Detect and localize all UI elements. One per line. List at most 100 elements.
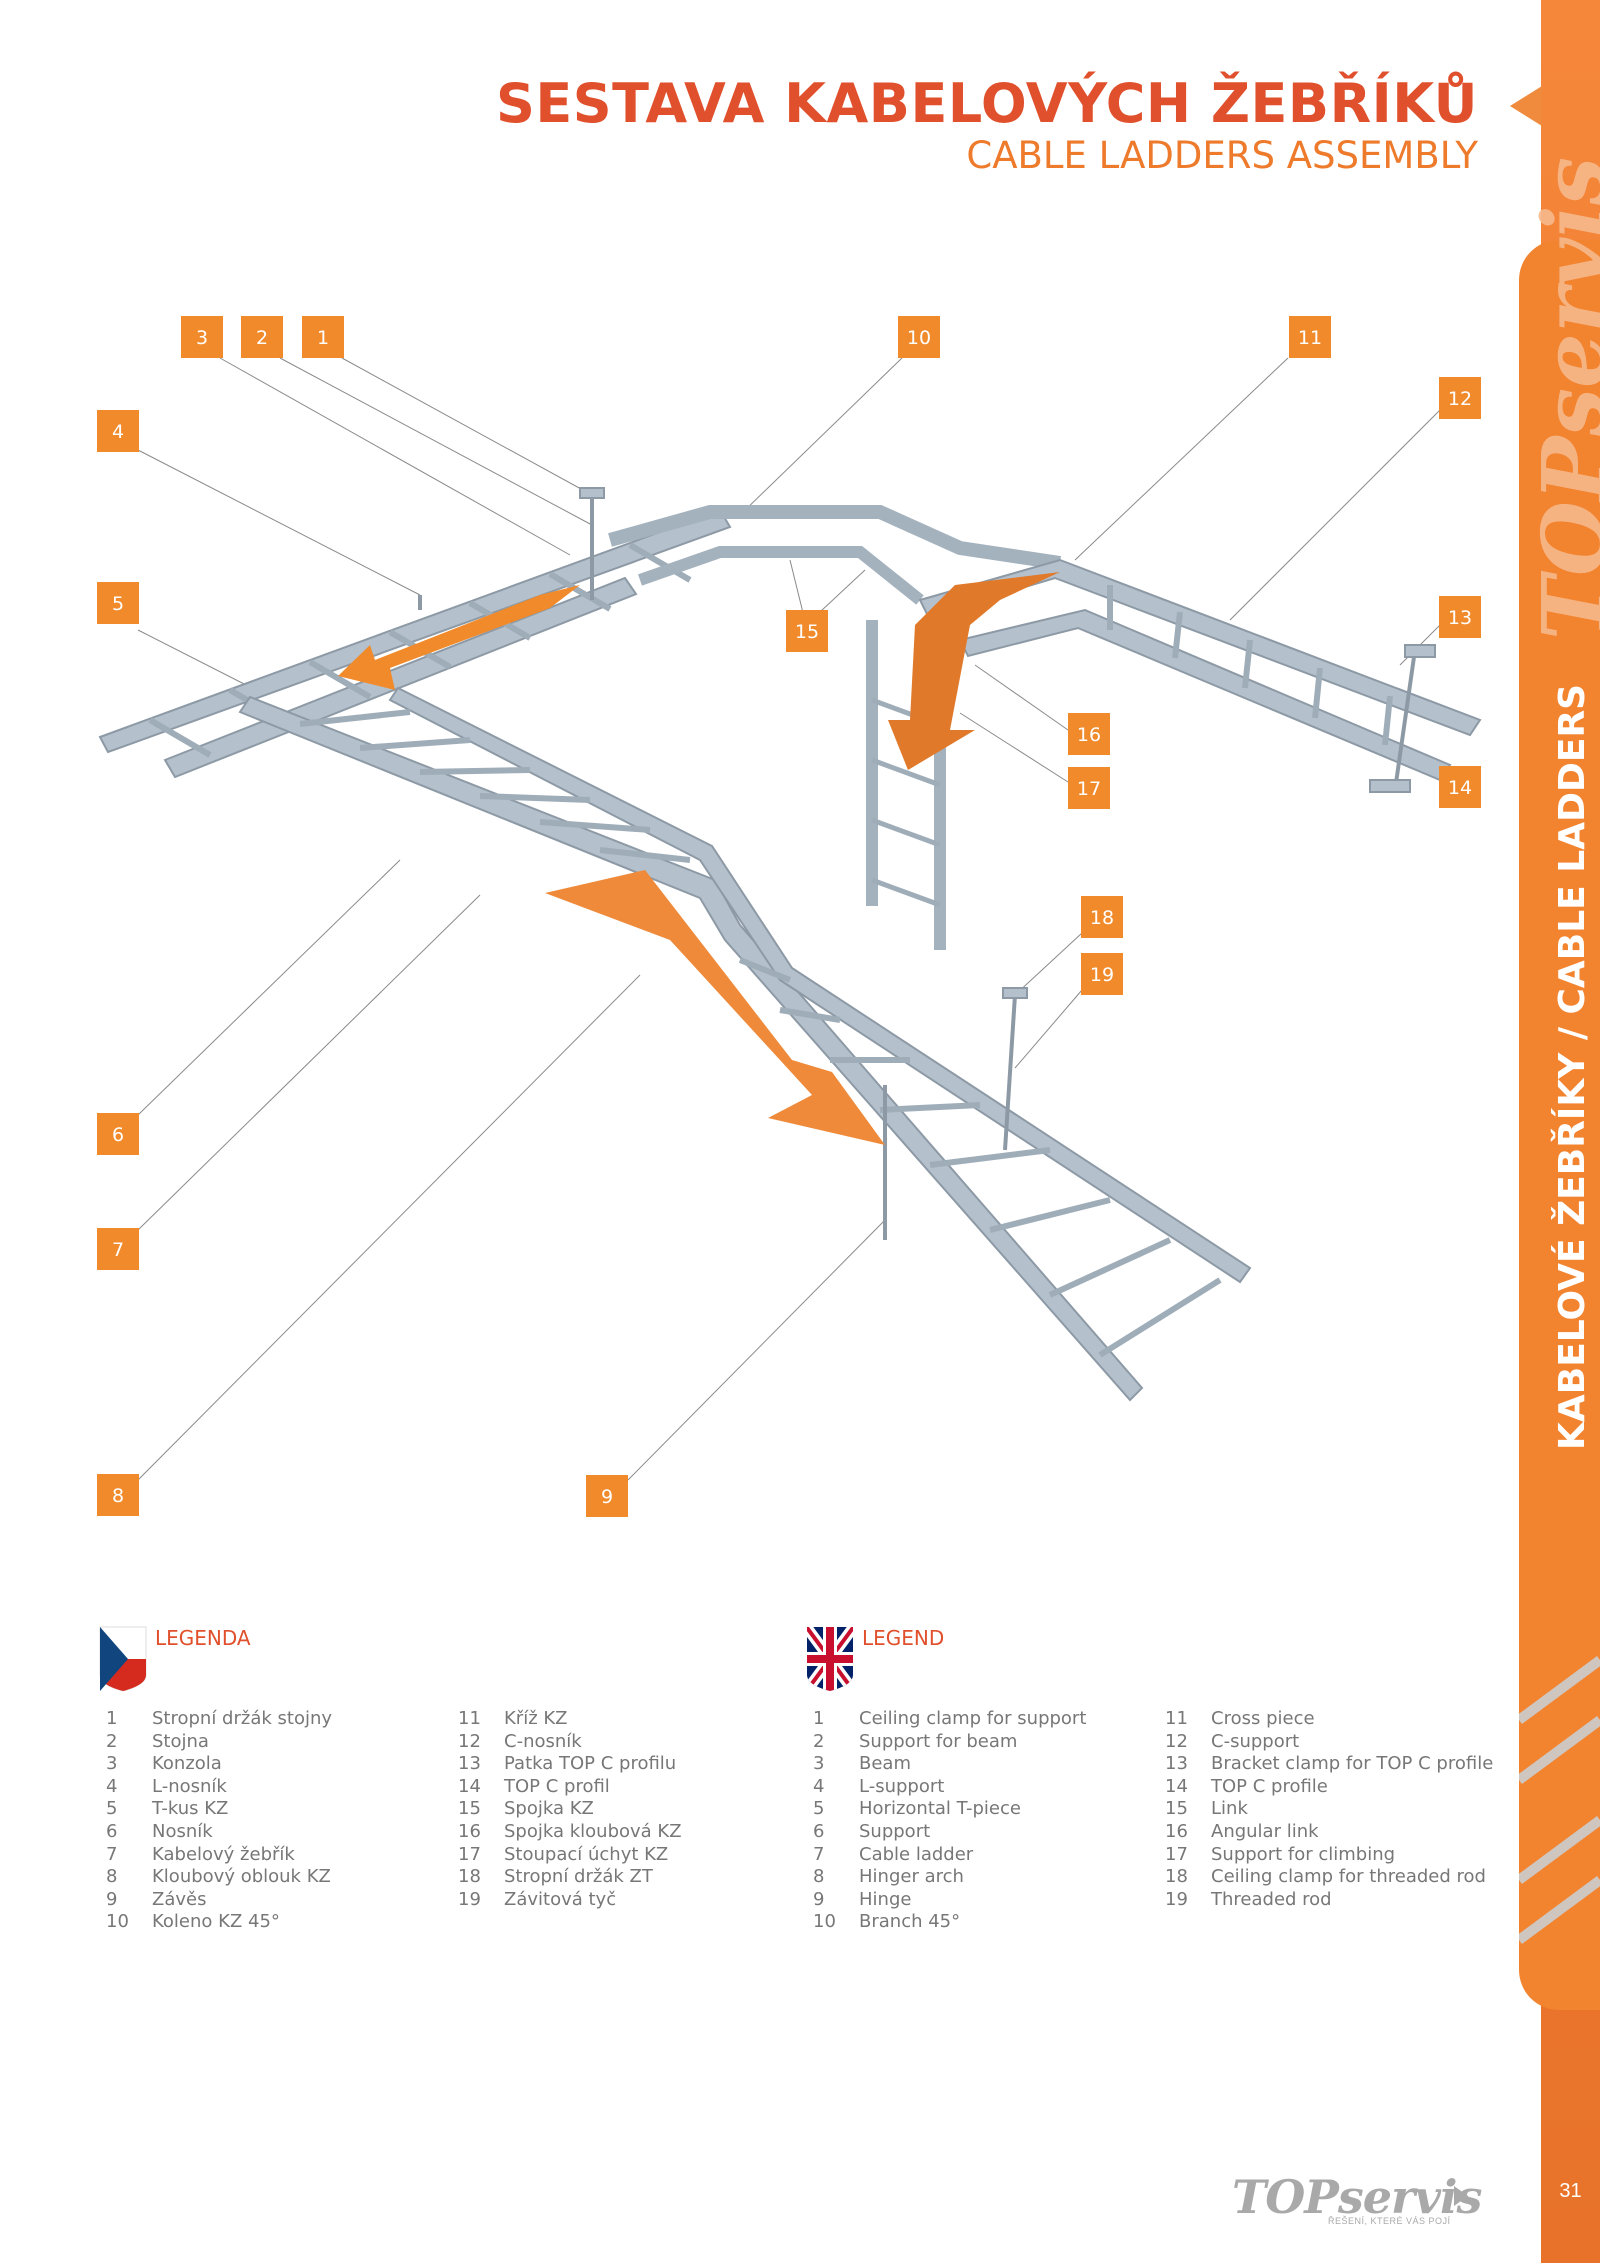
callout-15: 15	[786, 610, 828, 652]
svg-text:4: 4	[112, 421, 124, 443]
svg-text:5: 5	[112, 593, 124, 615]
callout-19: 19	[1081, 953, 1123, 995]
callout-17: 17	[1068, 767, 1110, 809]
svg-text:6: 6	[112, 1124, 124, 1146]
svg-text:9: 9	[601, 1486, 613, 1508]
legend-english-header: LEGEND	[805, 1620, 1005, 1691]
steel-ladder-decoration	[1519, 1655, 1600, 1945]
callout-8: 8	[97, 1474, 139, 1516]
leader-lines	[137, 357, 1441, 1481]
czech-flag-icon	[99, 1626, 147, 1692]
legend-czech-title: LEGENDA	[155, 1626, 251, 1650]
elbow-45-top	[608, 505, 1062, 605]
callout-11: 11	[1289, 316, 1331, 358]
callout-2: 2	[241, 316, 283, 358]
callout-12: 12	[1439, 377, 1481, 419]
svg-text:17: 17	[1077, 778, 1101, 800]
cable-flow-arrows	[338, 572, 1060, 1145]
svg-text:8: 8	[112, 1485, 124, 1507]
svg-text:10: 10	[907, 327, 931, 349]
uk-flag-icon	[807, 1627, 853, 1691]
legend-english-title: LEGEND	[862, 1626, 945, 1650]
footer-logo: TOPservis ŘEŠENÍ, KTERÉ VÁS POJÍ	[1232, 2170, 1482, 2230]
callout-10: 10	[898, 316, 940, 358]
svg-text:19: 19	[1090, 964, 1114, 986]
svg-text:11: 11	[1298, 327, 1322, 349]
page-subtitle: CABLE LADDERS ASSEMBLY	[966, 134, 1478, 177]
callout-14: 14	[1439, 766, 1481, 808]
svg-text:18: 18	[1090, 907, 1114, 929]
svg-text:16: 16	[1077, 724, 1101, 746]
callout-18: 18	[1081, 896, 1123, 938]
svg-text:15: 15	[795, 621, 819, 643]
callout-4: 4	[97, 410, 139, 452]
callout-13: 13	[1439, 596, 1481, 638]
cable-ladder-assembly-diagram: 1 2 3 4 5 6 7 8 9 10 11 12 13 14 15 16 1…	[97, 316, 1482, 1517]
callout-5: 5	[97, 582, 139, 624]
svg-text:3: 3	[196, 327, 208, 349]
ladder-upper-left	[98, 508, 732, 779]
callout-7: 7	[97, 1228, 139, 1270]
legend-czech-header: LEGENDA	[98, 1620, 298, 1692]
supports-and-rods	[418, 495, 1417, 1240]
svg-text:7: 7	[112, 1239, 124, 1261]
svg-text:14: 14	[1448, 777, 1472, 799]
callout-labels: 1 2 3 4 5 6 7 8 9 10 11 12 13 14 15 16 1…	[97, 316, 1481, 1517]
ladder-main-diagonal	[238, 686, 1252, 1402]
callout-1: 1	[302, 316, 344, 358]
callout-3: 3	[181, 316, 223, 358]
side-tab	[1519, 240, 1600, 2010]
svg-text:1: 1	[317, 327, 329, 349]
callout-16: 16	[1068, 713, 1110, 755]
callout-9: 9	[586, 1475, 628, 1517]
page-title: SESTAVA KABELOVÝCH ŽEBŘÍKŮ	[496, 72, 1478, 135]
play-triangle-icon	[1454, 2186, 1468, 2206]
footer-logo-text: TOPservis	[1232, 2170, 1482, 2224]
svg-text:13: 13	[1448, 607, 1472, 629]
svg-text:2: 2	[256, 327, 268, 349]
svg-text:12: 12	[1448, 388, 1472, 410]
side-notch-arrow	[1510, 86, 1542, 126]
